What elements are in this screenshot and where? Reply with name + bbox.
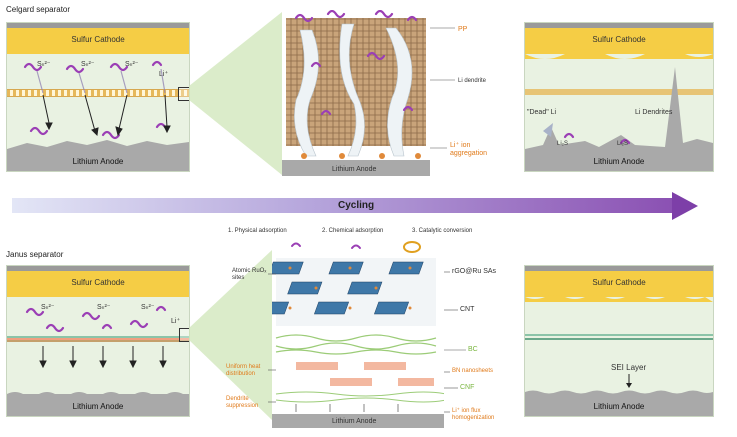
lithium-anode: Lithium Anode bbox=[7, 149, 189, 171]
janus-cell-panel: Sulfur Cathode Lithium Anode Sₙ²⁻ Sₙ²⁻ S… bbox=[6, 265, 190, 417]
cycling-arrow-head bbox=[672, 192, 698, 220]
cycling-label: Cycling bbox=[338, 200, 375, 211]
polysulfide-chain bbox=[65, 64, 85, 74]
anode-label: Lithium Anode bbox=[332, 418, 377, 425]
polysulfide-chain bbox=[101, 130, 121, 140]
sulfur-cathode: Sulfur Cathode bbox=[525, 23, 713, 54]
polysulfide-chain bbox=[29, 126, 49, 136]
mechanism-catalytic-conversion: 3. Catalytic conversion bbox=[412, 228, 473, 234]
polysulfide-label: Sₙ²⁻ bbox=[37, 61, 51, 68]
li-ion-clusters bbox=[301, 153, 421, 159]
li-dendrite-label: Li dendrite bbox=[458, 78, 487, 84]
polysulfide-label: Sₙ²⁻ bbox=[125, 61, 139, 68]
polysulfide-label: Sₙ²⁻ bbox=[141, 304, 155, 311]
anode-rough-surface bbox=[7, 140, 189, 151]
li2s-label: Li₂S bbox=[617, 141, 629, 147]
celgard-cell-panel: Sulfur Cathode Lithium Anode Sₙ²⁻ Sₙ²⁻ S… bbox=[6, 22, 190, 172]
anode-label: Lithium Anode bbox=[332, 166, 377, 173]
cnf-fibers bbox=[275, 391, 444, 403]
anode-base bbox=[272, 414, 444, 428]
dendrite-suppression-label: Dendrite suppression bbox=[226, 396, 259, 409]
bc-label: BC bbox=[468, 346, 478, 353]
janus-layer-illustration bbox=[272, 241, 444, 428]
janus-zoom-view: Lithium Anode bbox=[272, 238, 444, 428]
polysulfide-chain bbox=[109, 62, 129, 72]
janus-cell-graphics bbox=[7, 305, 189, 398]
rgo-ru-label: rGO@Ru SAs bbox=[452, 268, 497, 275]
janus-separator-layer bbox=[7, 336, 189, 342]
li-dendrites-shape bbox=[525, 67, 713, 171]
dead-li-label: "Dead" Li bbox=[527, 109, 557, 116]
cycling-arrow-bar bbox=[12, 198, 672, 213]
sulfur-cathode: Sulfur Cathode bbox=[525, 266, 713, 297]
polysulfide-chain bbox=[151, 60, 163, 67]
li2s-label: Li₂S bbox=[557, 141, 569, 147]
polysulfide-chain bbox=[23, 62, 43, 72]
celgard-separator-layer bbox=[7, 89, 189, 97]
pp-dendrite-illustration bbox=[282, 10, 430, 176]
celgard-title: Celgard separator bbox=[6, 5, 71, 14]
li-ion-label: Li⁺ bbox=[159, 71, 169, 78]
sulfur-cathode: Sulfur Cathode bbox=[7, 23, 189, 54]
rgo-ru-layers bbox=[272, 258, 436, 326]
polysulfide-label: Sₙ²⁻ bbox=[41, 304, 55, 311]
mechanism-chemical-adsorption: 2. Chemical adsorption bbox=[322, 228, 384, 234]
sei-layer-label: SEI Layer bbox=[611, 363, 647, 372]
pp-label: PP bbox=[458, 26, 468, 33]
cnt-label: CNT bbox=[460, 306, 475, 313]
polysulfide-label: Sₙ²⁻ bbox=[81, 61, 95, 68]
anode-base bbox=[282, 160, 430, 176]
janus-after-cycling-panel: Sulfur Cathode SEI Layer Lithium Anode bbox=[524, 265, 714, 417]
ion-flow-arrows bbox=[42, 94, 171, 137]
bn-nanosheets bbox=[296, 362, 434, 386]
celgard-zoom-view: Lithium Anode bbox=[282, 10, 430, 176]
li-ion-aggregation-label: Li⁺ ion aggregation bbox=[450, 142, 487, 158]
polysulfide-label: Sₙ²⁻ bbox=[97, 304, 111, 311]
lithium-anode: Lithium Anode bbox=[525, 149, 713, 171]
atomic-ru-label: Atomic RuOₓ sites bbox=[232, 268, 267, 281]
dead-li-shape bbox=[543, 123, 553, 137]
degraded-cell-graphics bbox=[525, 49, 713, 171]
janus-title: Janus separator bbox=[6, 250, 64, 259]
celgard-after-cycling-panel: Sulfur Cathode "Dead" Li Li Dendrites Li… bbox=[524, 22, 714, 172]
celgard-cell-graphics bbox=[7, 60, 189, 151]
uniform-heat-label: Uniform heat distribution bbox=[226, 364, 261, 377]
sulfur-cathode: Sulfur Cathode bbox=[7, 266, 189, 297]
cnf-label: CNF bbox=[460, 384, 475, 391]
li-ion-flux-label: Li⁺ ion flux homogenization bbox=[452, 408, 495, 421]
zoom-box bbox=[179, 328, 189, 342]
uniform-ion-arrows bbox=[39, 346, 167, 369]
li-flux-arrows bbox=[295, 404, 399, 412]
mechanism-physical-adsorption: 1. Physical adsorption bbox=[228, 228, 287, 234]
lithium-anode: Lithium Anode bbox=[525, 394, 713, 416]
li-dendrites-label: Li Dendrites bbox=[635, 109, 673, 116]
bc-fibers bbox=[275, 334, 437, 355]
lithium-anode: Lithium Anode bbox=[7, 394, 189, 416]
zoom-box bbox=[178, 87, 189, 101]
li-ion-label: Li⁺ bbox=[171, 318, 181, 325]
dendrite-channels bbox=[294, 23, 413, 157]
polysulfide-chains bbox=[294, 10, 418, 116]
bn-nanosheets-label: BN nanosheets bbox=[452, 368, 494, 374]
